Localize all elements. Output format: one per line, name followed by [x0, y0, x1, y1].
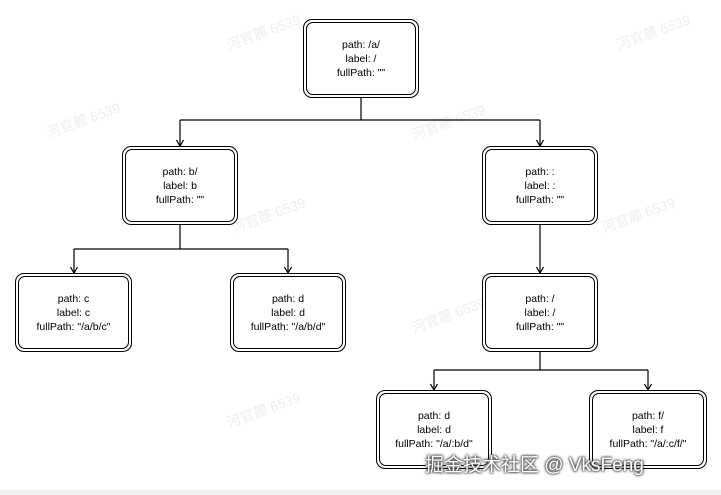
node-fullpath: fullPath: "/a/:c/f/" — [609, 437, 687, 450]
edge-slash — [434, 352, 648, 371]
node-fullpath: fullPath: "" — [155, 193, 205, 206]
node-path: path: : — [525, 165, 555, 178]
node-fullpath: fullPath: "" — [336, 66, 386, 79]
node-fullpath: fullPath: "/a/b/c" — [36, 320, 111, 333]
node-d: path: d label: d fullPath: "/a/:b/d" — [376, 390, 492, 469]
node-label: label: / — [345, 52, 377, 65]
node-root: path: /a/ label: / fullPath: "" — [303, 19, 419, 98]
node-slash: path: / label: / fullPath: "" — [482, 273, 598, 352]
node-d: path: d label: d fullPath: "/a/b/d" — [230, 273, 346, 352]
node-label: label: : — [524, 179, 556, 192]
node-path: path: d — [417, 409, 451, 422]
node-c: path: c label: c fullPath: "/a/b/c" — [15, 273, 132, 352]
bottom-divider — [0, 490, 721, 495]
node-b: path: b/ label: b fullPath: "" — [122, 146, 238, 225]
node-path: path: c — [57, 292, 90, 305]
node-label: label: d — [417, 423, 451, 436]
node-f: path: f/ label: f fullPath: "/a/:c/f/" — [589, 390, 707, 469]
node-fullpath: fullPath: "/a/b/d" — [250, 320, 326, 333]
node-path: path: f/ — [631, 409, 665, 422]
credit-watermark: 掘金技术社区 @ VksFeng — [425, 455, 644, 476]
node-label: label: / — [524, 306, 556, 319]
node-fullpath: fullPath: "" — [515, 193, 565, 206]
node-path: path: b/ — [162, 165, 198, 178]
edge-root — [180, 98, 540, 121]
node-path: path: /a/ — [342, 38, 380, 51]
edge-b — [74, 225, 288, 250]
node-fullpath: fullPath: "/a/:b/d" — [395, 437, 473, 450]
node-label: label: c — [56, 306, 91, 319]
node-label: label: d — [271, 306, 305, 319]
node-label: label: b — [163, 179, 197, 192]
node-path: path: d — [271, 292, 305, 305]
node-fullpath: fullPath: "" — [515, 320, 565, 333]
node-path: path: / — [525, 292, 555, 305]
node-colon: path: : label: : fullPath: "" — [482, 146, 598, 225]
node-label: label: f — [632, 423, 664, 436]
